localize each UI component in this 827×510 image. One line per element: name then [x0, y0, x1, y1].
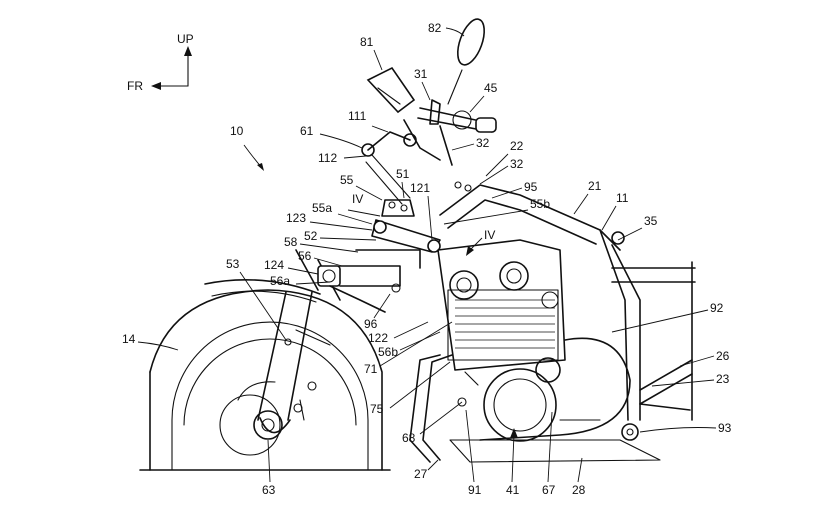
- label-81: 81: [360, 35, 374, 49]
- label-56b: 56b: [378, 345, 398, 359]
- label-21: 21: [588, 179, 602, 193]
- engine: [409, 239, 661, 463]
- label-31: 31: [414, 67, 428, 81]
- label-71: 71: [364, 362, 378, 376]
- label-55: 55: [340, 173, 354, 187]
- label-41: 41: [506, 483, 520, 497]
- reference-labels: 82 81 31 45 111 61 32 22 32 112 51 121 9…: [122, 21, 732, 497]
- steering-assembly: [317, 131, 441, 313]
- label-55b: 55b: [530, 197, 550, 211]
- label-23: 23: [716, 372, 730, 386]
- figure-reference: 10: [230, 124, 264, 171]
- label-75: 75: [370, 402, 384, 416]
- label-28: 28: [572, 483, 586, 497]
- label-61: 61: [300, 124, 314, 138]
- label-35: 35: [644, 214, 658, 228]
- label-121: 121: [410, 181, 430, 195]
- label-68: 68: [402, 431, 416, 445]
- label-93: 93: [718, 421, 732, 435]
- label-58: 58: [284, 235, 298, 249]
- label-45: 45: [484, 81, 498, 95]
- label-55a: 55a: [312, 201, 332, 215]
- front-label: FR: [127, 79, 143, 93]
- label-26: 26: [716, 349, 730, 363]
- label-124: 124: [264, 258, 284, 272]
- label-32-top: 32: [476, 136, 490, 150]
- label-122: 122: [368, 331, 388, 345]
- label-82: 82: [428, 21, 442, 35]
- section-mark-right: IV: [484, 228, 495, 242]
- handlebar: [366, 18, 497, 192]
- label-56: 56: [298, 249, 312, 263]
- section-mark-left: IV: [352, 192, 363, 206]
- label-52: 52: [304, 229, 318, 243]
- label-95: 95: [524, 180, 538, 194]
- label-63: 63: [262, 483, 276, 497]
- label-91: 91: [468, 483, 482, 497]
- label-11: 11: [616, 191, 629, 205]
- reference-numeral: 10: [230, 124, 244, 138]
- label-96: 96: [364, 317, 378, 331]
- frame: [439, 184, 696, 441]
- label-56a: 56a: [270, 274, 290, 288]
- orientation-indicator: UP FR: [127, 32, 194, 93]
- label-53: 53: [226, 257, 240, 271]
- label-22: 22: [510, 139, 524, 153]
- up-label: UP: [177, 32, 194, 46]
- label-67: 67: [542, 483, 556, 497]
- label-32-lower: 32: [510, 157, 524, 171]
- label-112: 112: [318, 151, 337, 165]
- label-51: 51: [396, 167, 410, 181]
- label-123: 123: [286, 211, 306, 225]
- label-111: 111: [348, 109, 367, 123]
- label-27: 27: [414, 467, 428, 481]
- label-92: 92: [710, 301, 724, 315]
- label-14: 14: [122, 332, 136, 346]
